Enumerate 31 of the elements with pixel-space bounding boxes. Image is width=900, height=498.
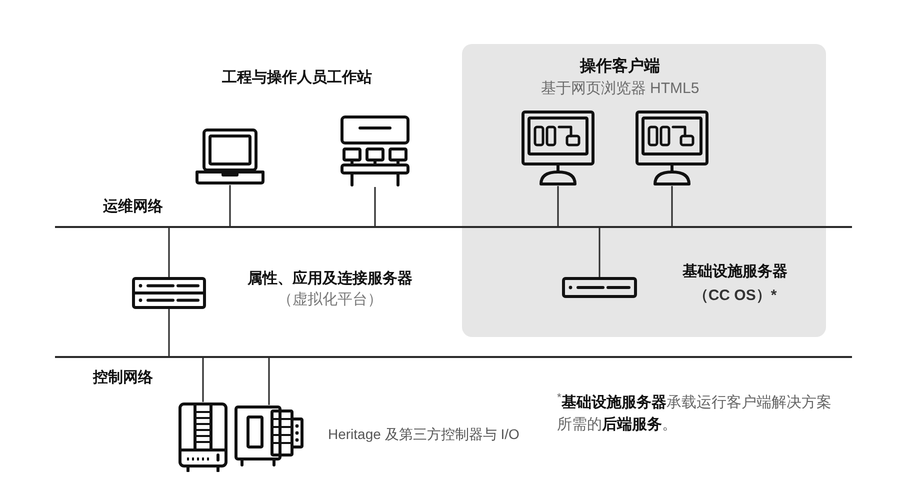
io-module-icon (234, 405, 304, 467)
workstation-icon (340, 115, 410, 187)
network-line (55, 356, 852, 358)
laptop-icon (195, 128, 265, 185)
section-heading: 工程与操作人员工作站 (222, 68, 372, 88)
connector-line (168, 309, 170, 356)
server-note: （虚拟化平台） (278, 290, 382, 310)
server-note: （CC OS）* (693, 286, 777, 306)
server-label: 属性、应用及连接服务器 (248, 269, 412, 289)
connector-line (229, 185, 231, 226)
connector-line (202, 358, 204, 402)
network-line (55, 226, 852, 228)
monitor-icon (521, 110, 595, 186)
connector-line (268, 358, 270, 405)
network-label: 控制网络 (93, 368, 153, 388)
footnote: $^{*}$基础设施服务器承载运行客户端解决方案所需的后端服务。 (557, 392, 832, 435)
server-icon (562, 277, 637, 298)
connector-line (671, 186, 673, 226)
controller-icon (178, 402, 228, 472)
connector-line (557, 186, 559, 226)
monitor-icon (635, 110, 709, 186)
network-label: 运维网络 (103, 197, 163, 217)
panel-title: 操作客户端 (580, 57, 660, 77)
client-panel (462, 44, 826, 337)
server-icon (132, 277, 206, 309)
server-label: 基础设施服务器 (682, 262, 788, 282)
device-description: Heritage 及第三方控制器与 I/O (328, 425, 520, 444)
panel-subtitle: 基于网页浏览器 HTML5 (540, 79, 700, 99)
connector-line (598, 228, 600, 277)
connector-line (374, 187, 376, 226)
connector-line (168, 228, 170, 277)
